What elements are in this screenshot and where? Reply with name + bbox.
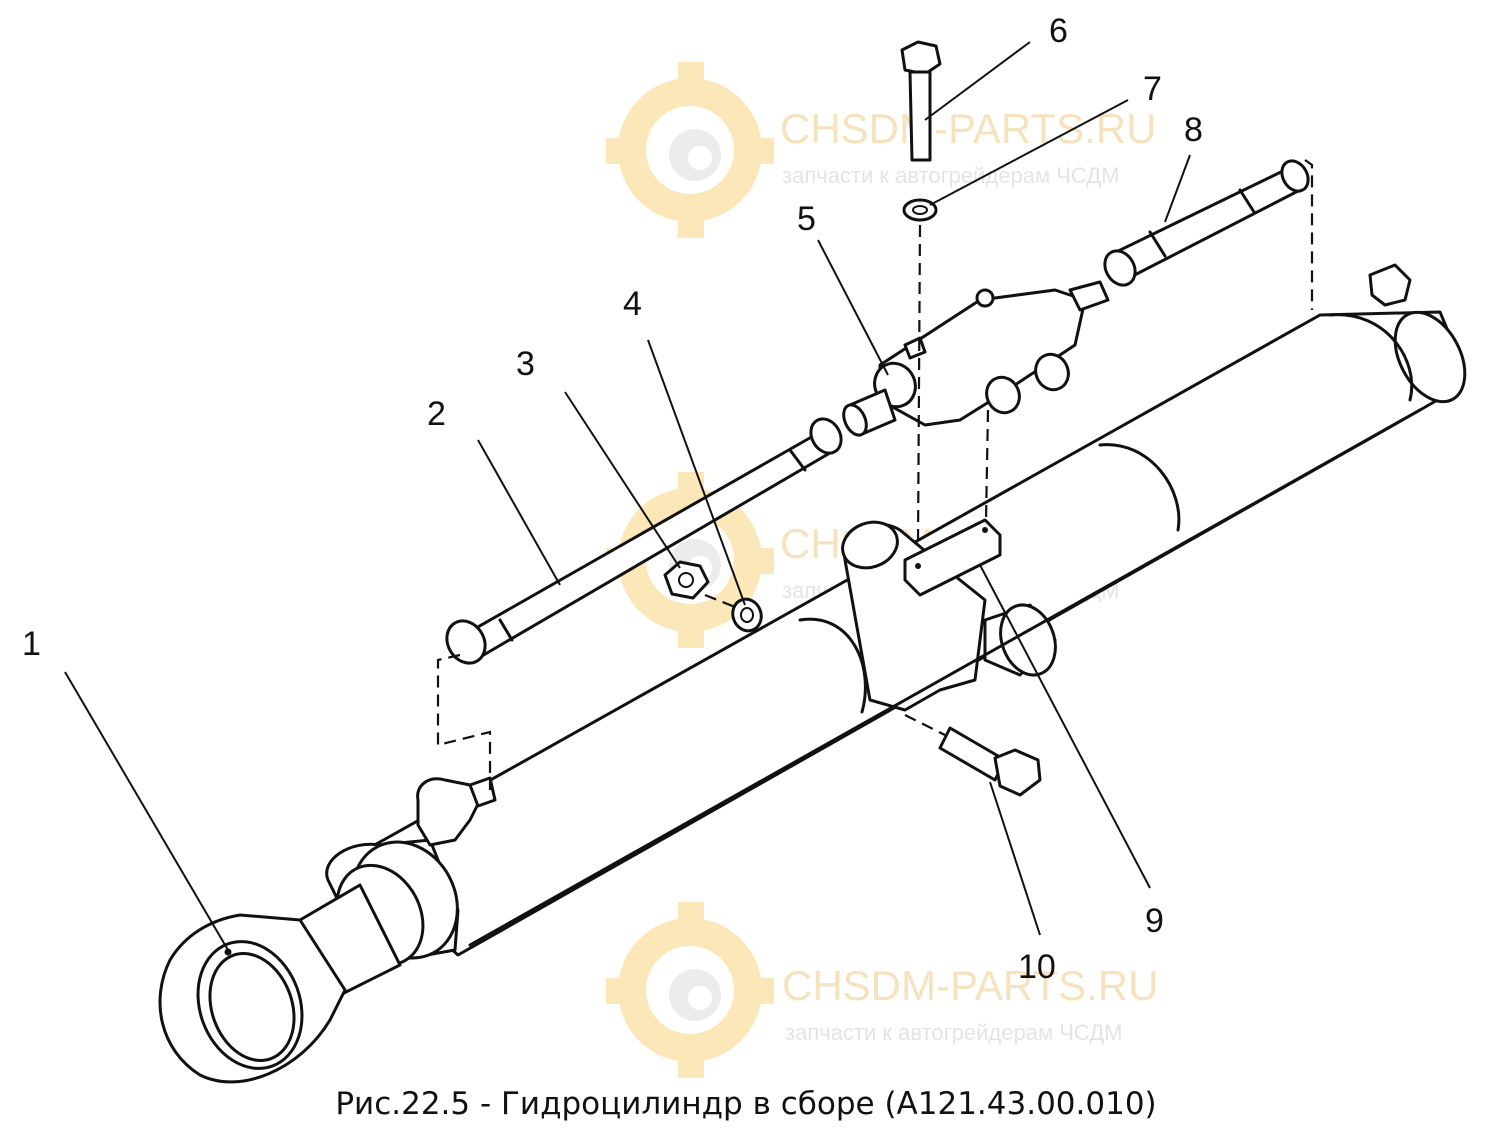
assembly-guides (436, 159, 1314, 790)
watermark-subtitle: запчасти к автогрейдерам ЧСДМ (785, 1020, 1123, 1045)
callout-2: 2 (427, 395, 446, 433)
callout-6: 6 (1049, 12, 1068, 50)
callout-5: 5 (797, 200, 816, 238)
callout-7: 7 (1143, 70, 1162, 108)
callout-1: 1 (22, 625, 41, 663)
leader-lines (64, 41, 1191, 951)
cylinder-body (158, 263, 1467, 1084)
watermark-title: CHSDM-PARTS.RU (780, 105, 1156, 152)
gear-logo-icon (606, 62, 774, 238)
callout-9: 9 (1145, 902, 1164, 940)
washer-part-4 (704, 593, 763, 633)
hose-part-8 (1103, 159, 1310, 287)
figure-caption: Рис.22.5 - Гидроцилиндр в сборе (А121.43… (335, 1086, 1157, 1122)
callout-3: 3 (516, 345, 535, 383)
callout-8: 8 (1184, 111, 1203, 149)
tube-part-2 (445, 417, 843, 665)
watermark-title: CHSDM-PARTS.RU (782, 962, 1158, 1009)
nut-part-3 (663, 560, 710, 600)
watermark-top: CHSDM-PARTS.RU запчасти к автогрейдерам … (606, 62, 1156, 238)
callout-10: 10 (1018, 948, 1056, 986)
bolt-part-10 (938, 726, 1042, 797)
bolt-part-6 (900, 40, 942, 162)
callout-numbers: 1 2 3 4 5 6 7 8 9 10 (22, 12, 1203, 986)
valve-block-part-5 (842, 280, 1110, 437)
callout-4: 4 (623, 285, 642, 323)
gear-logo-icon (606, 902, 774, 1078)
washer-part-7 (902, 198, 938, 222)
watermark-subtitle: запчасти к автогрейдерам ЧСДМ (782, 163, 1120, 188)
gear-logo-icon (606, 472, 774, 648)
watermark-bottom: CHSDM-PARTS.RU запчасти к автогрейдерам … (606, 902, 1158, 1078)
